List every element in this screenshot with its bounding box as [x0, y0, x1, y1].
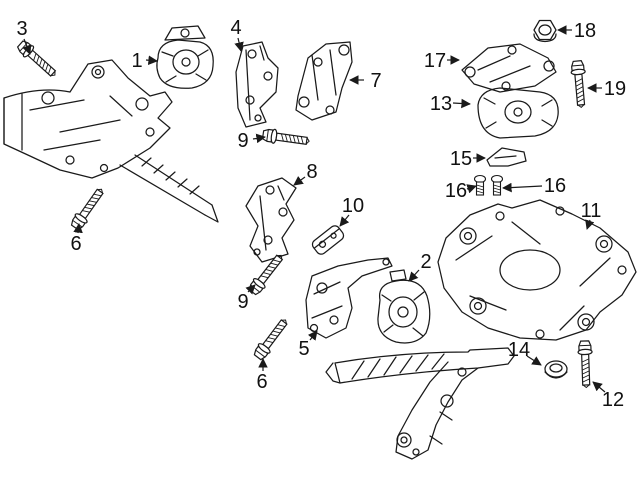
callout-label-10: 10	[342, 195, 364, 217]
callout-label-2: 2	[420, 251, 431, 273]
callout-label-14: 14	[508, 339, 530, 361]
callout-arrow-6-upper	[73, 223, 83, 234]
bracket-17-drawing	[461, 43, 557, 93]
subframe-11-drawing	[437, 199, 637, 341]
callout-label-5: 5	[298, 338, 309, 360]
callout-arrow-4	[234, 37, 244, 52]
plate-15-drawing	[486, 147, 527, 167]
callout-arrow-3	[22, 38, 32, 55]
callout-label-4: 4	[230, 17, 241, 39]
callout-arrow-11	[585, 219, 595, 230]
callout-label-3: 3	[16, 18, 27, 40]
bracket-7-drawing	[295, 41, 353, 121]
callout-label-6-upper: 6	[70, 233, 81, 255]
rear-crossmember-drawing	[325, 347, 515, 460]
callout-arrow-9-lower	[245, 284, 256, 295]
bracket-4-drawing	[235, 41, 279, 128]
callout-arrow-12	[592, 381, 606, 393]
callout-label-16-left: 16	[445, 180, 467, 202]
grommet-14-drawing	[544, 360, 568, 379]
callout-label-7: 7	[370, 70, 381, 92]
bolt-16-right-drawing	[490, 174, 504, 196]
callout-label-12: 12	[602, 389, 624, 411]
bolt-3-drawing	[15, 38, 61, 81]
engine-mount-2-drawing	[377, 269, 431, 344]
bolt-16-left-drawing	[473, 174, 487, 196]
callout-arrow-2	[408, 269, 420, 282]
callout-arrow-10	[339, 214, 350, 227]
callout-arrow-13	[452, 98, 471, 109]
callout-label-17: 17	[424, 50, 446, 72]
bolt-6-lower-drawing	[251, 315, 292, 363]
bracket-8-drawing	[245, 177, 297, 263]
callout-labels: 3 1 4 7 18 17 19 13 9 15 16 16 8 10 11 6…	[16, 17, 626, 411]
bolt-12-drawing	[577, 340, 594, 389]
callout-arrow-16-left	[466, 184, 477, 194]
nut-18-drawing	[533, 19, 557, 43]
callout-label-18: 18	[574, 20, 596, 42]
engine-mount-13-drawing	[477, 87, 559, 139]
callout-label-6-lower: 6	[256, 371, 267, 393]
stop-10-drawing	[311, 225, 345, 255]
bolt-9-upper-drawing	[261, 127, 311, 149]
bolt-9-lower-drawing	[246, 250, 288, 298]
front-subframe-drawing	[3, 59, 219, 223]
callout-label-9-lower: 9	[237, 291, 248, 313]
callout-arrow-16-right	[502, 182, 543, 193]
callout-label-9-upper: 9	[237, 130, 248, 152]
callout-arrow-9-upper	[252, 133, 266, 144]
engine-mount-1-drawing	[156, 25, 214, 89]
callout-arrows	[22, 25, 606, 393]
bolt-6-upper-drawing	[68, 184, 108, 232]
bolt-19-drawing	[569, 59, 589, 109]
callout-arrow-1	[145, 55, 158, 65]
callout-label-1: 1	[131, 50, 142, 72]
callout-label-16-right: 16	[544, 175, 566, 197]
callout-arrow-14	[526, 355, 542, 366]
callout-arrow-5	[307, 330, 318, 341]
callout-label-13: 13	[430, 93, 452, 115]
callout-label-8: 8	[306, 161, 317, 183]
callout-label-19: 19	[604, 78, 626, 100]
callout-arrow-8	[293, 176, 306, 186]
callout-label-15: 15	[450, 148, 472, 170]
callout-label-11: 11	[581, 200, 602, 222]
